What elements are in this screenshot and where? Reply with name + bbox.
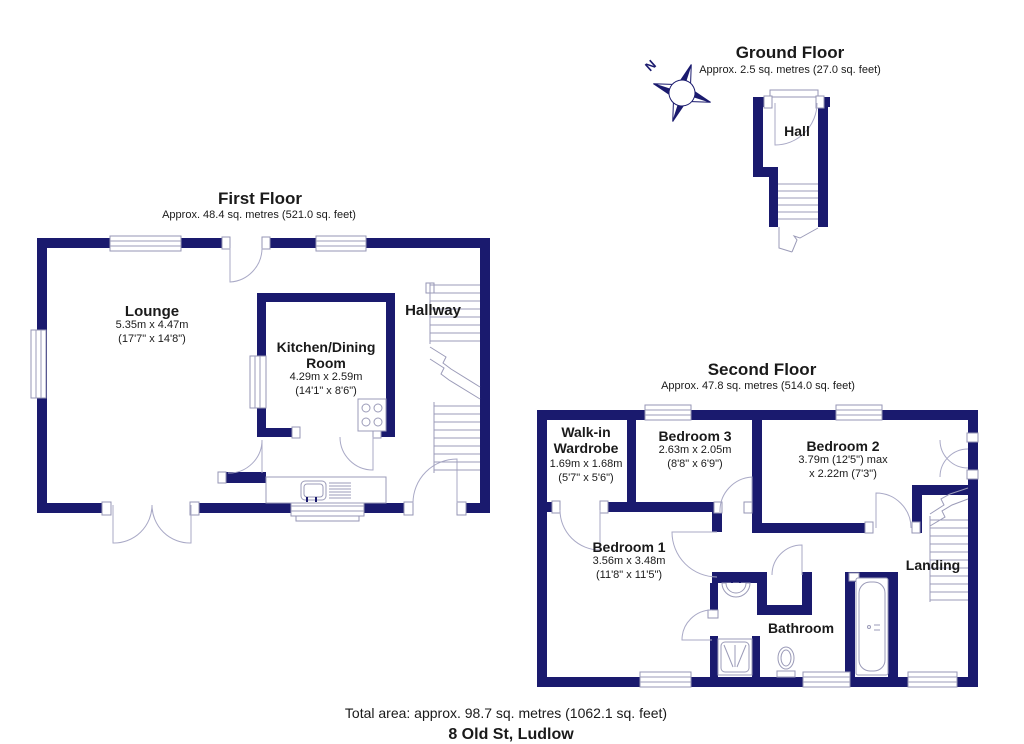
ground-floor-title: Ground Floor [735, 43, 845, 62]
kitchen-dims-m: 4.29m x 2.59m [289, 371, 363, 383]
hall-door-frame [769, 89, 819, 98]
room-label-landing: Landing [905, 557, 961, 573]
sf-top-window-2 [835, 404, 883, 421]
sf-bottom-window-3 [907, 671, 958, 688]
kitchen-dims-ft: (14'1" x 8'6") [295, 385, 357, 397]
lounge-left-window [30, 329, 47, 399]
bedroom1-dims-m: 3.56m x 3.48m [592, 555, 666, 567]
landing-stairs [929, 487, 969, 602]
bathroom-door-arc [771, 544, 803, 576]
french-door-left-arc [112, 504, 153, 544]
hallway-stairs [429, 283, 481, 473]
first-floor-plan [30, 235, 490, 544]
room-label-bathroom: Bathroom [767, 620, 835, 636]
stove-icon [357, 398, 387, 432]
room-label-kitchen-1: Kitchen/Dining [276, 339, 376, 355]
address-text: 8 Old St, Ludlow [448, 726, 574, 743]
ground-floor-area: Approx. 2.5 sq. metres (27.0 sq. feet) [699, 64, 881, 76]
bedroom3-door-arc [719, 476, 753, 513]
kitchen-sink-counter [265, 476, 387, 504]
top-window-2 [315, 235, 367, 252]
compass-north-label: N [642, 57, 659, 74]
sf-bottom-window-2 [802, 671, 851, 688]
first-floor-area: Approx. 48.4 sq. metres (521.0 sq. feet) [162, 209, 356, 221]
kitchen-sink-window [290, 500, 365, 522]
first-floor-title: First Floor [217, 189, 303, 208]
toilet-icon [776, 646, 796, 678]
closet-doors-arc [939, 439, 969, 478]
room-label-hall: Hall [784, 123, 810, 139]
bathroom-sink-icon [721, 577, 751, 598]
bedroom1-door-arc [671, 531, 718, 578]
bathroom-side-door-arc [681, 609, 713, 641]
shower-icon [717, 638, 753, 676]
bathtub-icon [855, 577, 889, 676]
room-label-kitchen-2: Room [306, 355, 346, 371]
bedroom2-dims-ft: x 2.22m (7'3") [809, 468, 877, 480]
second-floor-plan [537, 404, 979, 688]
french-door-right-arc [151, 504, 192, 544]
lounge-dims-ft: (17'7" x 14'8") [118, 333, 186, 345]
room-label-wardrobe-2: Wardrobe [553, 440, 619, 456]
lounge-door-arc [227, 439, 263, 474]
room-label-hallway: Hallway [405, 302, 461, 319]
compass-icon: N [642, 57, 711, 122]
room-label-bedroom2: Bedroom 2 [806, 438, 880, 454]
room-label-bedroom3: Bedroom 3 [658, 428, 732, 444]
bedroom3-dims-m: 2.63m x 2.05m [658, 444, 732, 456]
wardrobe-door-arc [559, 509, 601, 551]
second-floor-area: Approx. 47.8 sq. metres (514.0 sq. feet) [661, 380, 855, 392]
ground-floor-stairs [778, 183, 819, 253]
ground-floor-plan [753, 89, 830, 253]
second-floor-title: Second Floor [707, 360, 817, 379]
room-label-lounge: Lounge [124, 303, 180, 320]
sf-bottom-window-1 [639, 671, 692, 688]
front-door-arc [412, 458, 458, 504]
top-door-arc [229, 247, 263, 283]
lounge-top-window-1 [109, 235, 182, 252]
hall-door-arc [774, 102, 818, 146]
kitchen-hatch-window [249, 355, 267, 409]
room-label-bedroom1: Bedroom 1 [592, 539, 666, 555]
kitchen-door-arc [339, 436, 374, 471]
bedroom1-dims-ft: (11'8" x 11'5") [595, 569, 663, 581]
sf-top-window-1 [644, 404, 692, 421]
wardrobe-dims-ft: (5'7" x 5'6") [558, 472, 614, 484]
bedroom2-dims-m: 3.79m (12'5") max [798, 454, 888, 466]
bedroom3-dims-ft: (8'8" x 6'9") [667, 458, 723, 470]
total-area-text: Total area: approx. 98.7 sq. metres (106… [344, 705, 668, 721]
lounge-dims-m: 5.35m x 4.47m [115, 319, 189, 331]
bedroom2-door-arc [875, 492, 912, 529]
room-label-wardrobe-1: Walk-in [561, 424, 611, 440]
wardrobe-dims-m: 1.69m x 1.68m [549, 458, 623, 470]
